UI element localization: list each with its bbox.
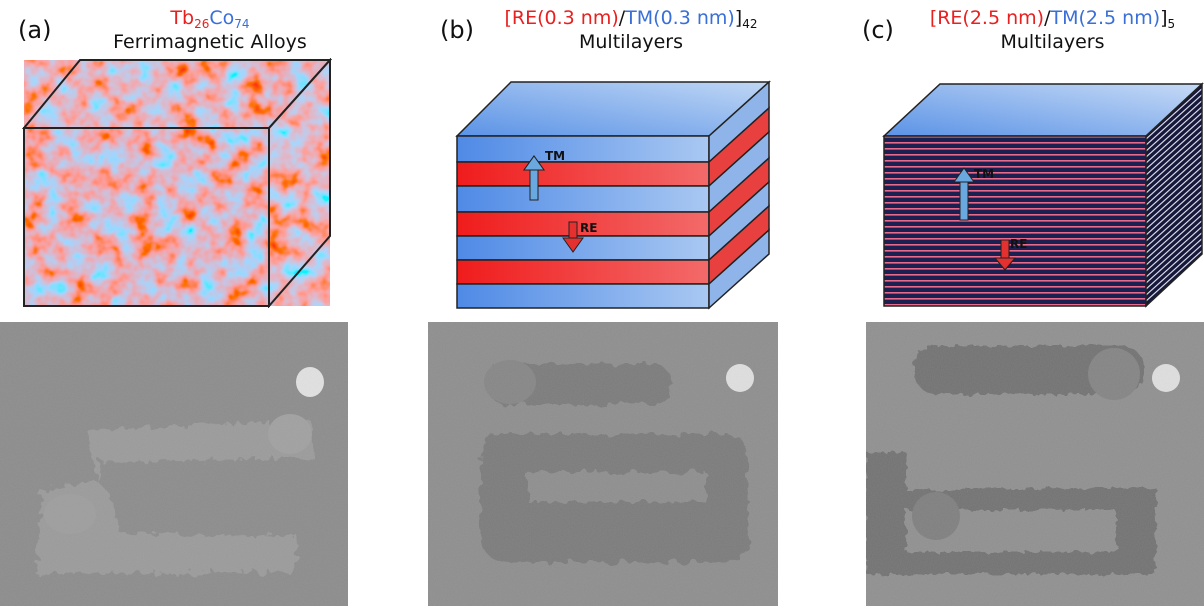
tm-moment-arrow-up-icon — [523, 155, 545, 201]
formula-part: 42 — [742, 17, 758, 31]
micrograph-c — [866, 322, 1204, 606]
multilayer-c-side-layers — [1145, 82, 1203, 308]
alloy-front-face — [24, 128, 269, 306]
panel-c-label: (c) — [862, 16, 894, 44]
panel-c-subtitle: Multilayers — [1000, 31, 1105, 53]
multilayer-c-front-layers — [883, 135, 1147, 307]
re-moment-arrow-down-icon — [993, 239, 1017, 271]
tm-arrow-label: TM — [974, 167, 994, 181]
formula-part: 26 — [194, 17, 210, 31]
formula-part: [RE(2.5 nm) — [929, 7, 1045, 29]
panel-a-subtitle: Ferrimagnetic Alloys — [113, 31, 307, 53]
multilayer-b-side-layers — [708, 80, 770, 310]
micrograph-b — [428, 322, 778, 606]
panel-b-title: [RE(0.3 nm)/TM(0.3 nm)]42 Multilayers — [476, 6, 786, 54]
formula-part: / — [618, 7, 626, 29]
formula-part: 5 — [1167, 17, 1176, 31]
re-arrow-label: RE — [580, 221, 597, 235]
formula-part: Co — [209, 7, 235, 29]
formula-part: 74 — [234, 17, 250, 31]
formula-part: Tb — [170, 7, 195, 29]
multilayer-thick-cube-diagram: TM RE — [882, 82, 1204, 308]
panel-b-formula: [RE(0.3 nm)/TM(0.3 nm)]42 — [476, 6, 786, 30]
alloy-cube-diagram — [22, 58, 332, 308]
panel-b-subtitle: Multilayers — [578, 31, 683, 53]
panel-a-formula: Tb26Co74 — [100, 6, 320, 30]
formula-part: / — [1044, 7, 1051, 29]
tm-moment-arrow-up-icon — [953, 167, 975, 221]
micrograph-a — [0, 322, 348, 606]
formula-part: ] — [1160, 7, 1168, 29]
formula-part: [RE(0.3 nm) — [504, 7, 619, 29]
re-arrow-label: RE — [1010, 237, 1027, 251]
panel-a-title: Tb26Co74 Ferrimagnetic Alloys — [100, 6, 320, 54]
multilayer-b-front-layers — [456, 135, 710, 309]
multilayer-thin-cube-diagram: TM RE — [455, 80, 771, 310]
formula-part: TM(0.3 nm) — [625, 7, 735, 29]
formula-part: TM(2.5 nm) — [1050, 7, 1161, 29]
panel-c-title: [RE(2.5 nm)/TM(2.5 nm)]5 Multilayers — [905, 6, 1200, 54]
formula-part: ] — [734, 7, 743, 29]
tm-arrow-label: TM — [545, 149, 565, 163]
panel-b-label: (b) — [440, 16, 474, 44]
panel-a-label: (a) — [18, 16, 52, 44]
re-moment-arrow-down-icon — [562, 221, 584, 253]
panel-c-formula: [RE(2.5 nm)/TM(2.5 nm)]5 — [905, 6, 1200, 30]
